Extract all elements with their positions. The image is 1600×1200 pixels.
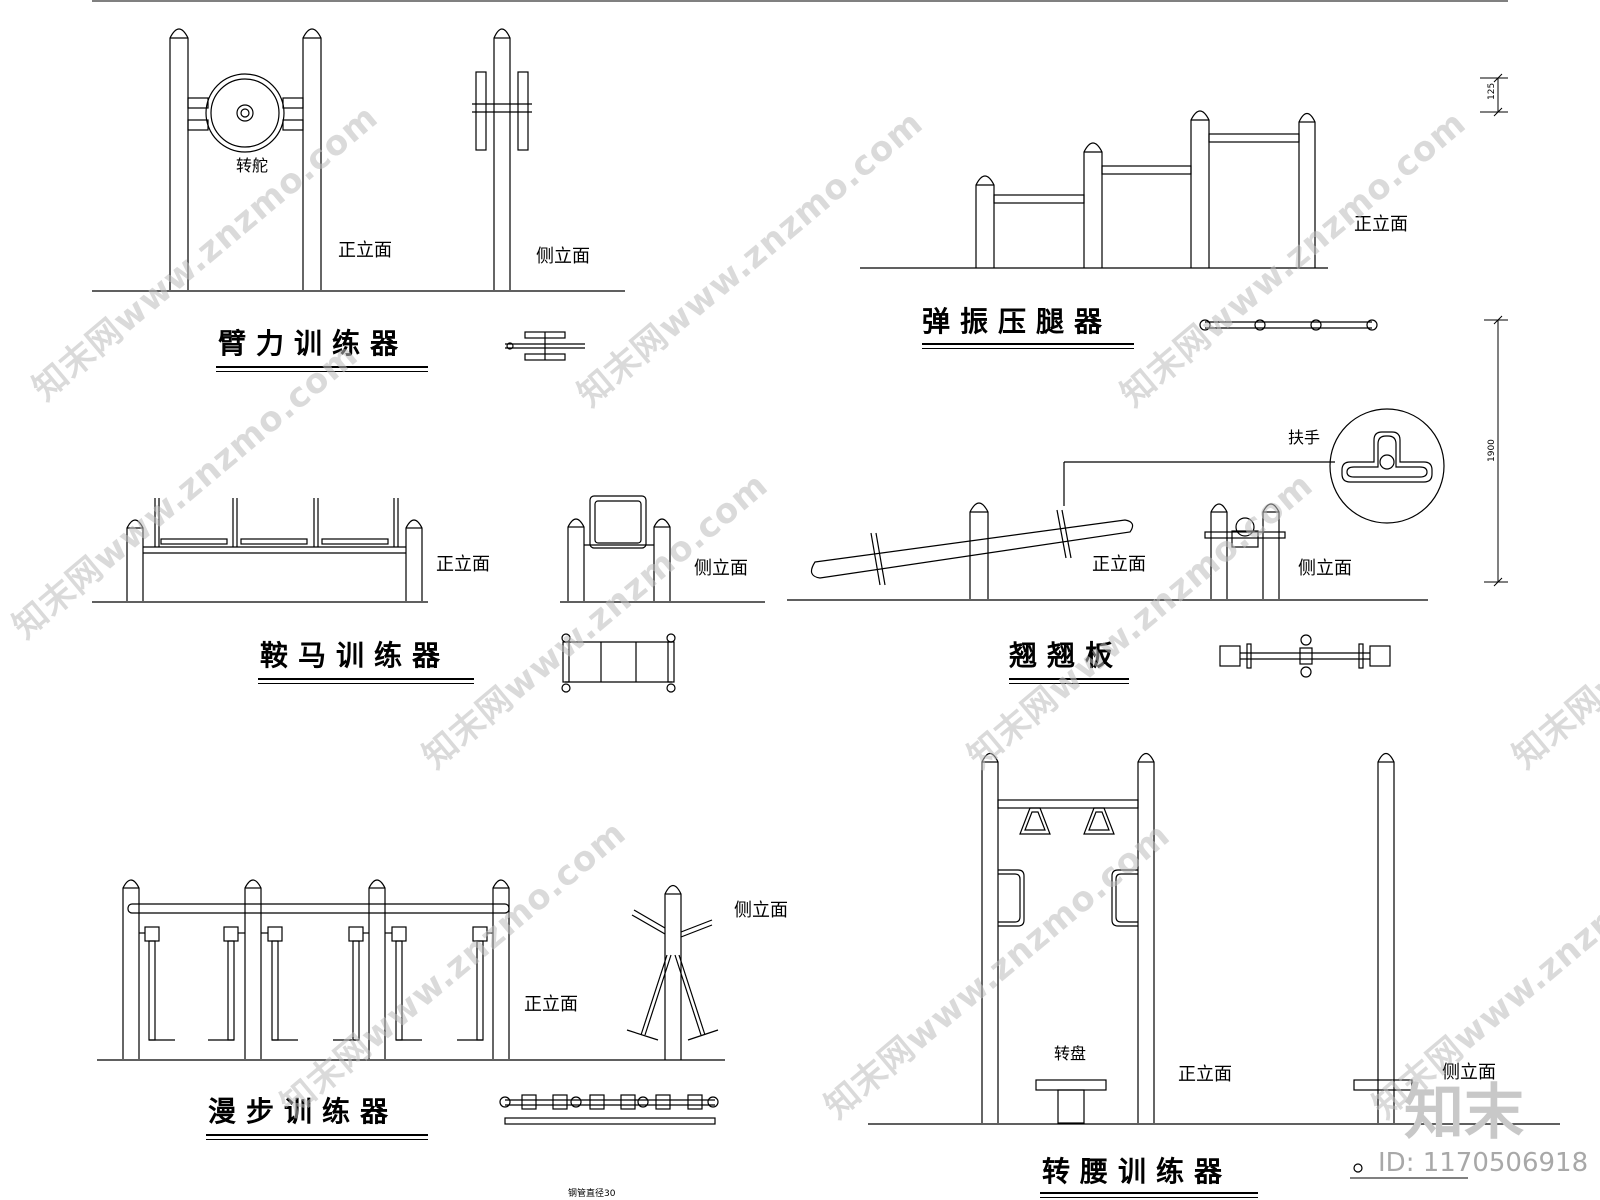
leg-press-front-elevation <box>860 110 1328 269</box>
seesaw-front-elevation <box>787 461 1428 601</box>
title-underline <box>1040 1192 1258 1198</box>
title-arm-trainer: 臂力训练器 <box>218 327 409 360</box>
title-leg-press: 弹振压腿器 <box>922 305 1113 338</box>
title-underline <box>206 1134 428 1140</box>
title-seesaw: 翘翘板 <box>1009 639 1124 672</box>
title-underline <box>922 343 1134 349</box>
title-underline <box>1009 678 1129 684</box>
dimension-top-text: 125 <box>1487 82 1497 100</box>
label-turntable: 转盘 <box>1054 1044 1087 1063</box>
label-handrail: 扶手 <box>1288 428 1321 447</box>
walker-side-elevation <box>626 884 719 1060</box>
pommel-trainer-front-elevation <box>92 498 428 603</box>
walker-plan <box>499 1094 719 1125</box>
title-waist-trainer: 转腰训练器 <box>1042 1155 1233 1188</box>
waist-trainer-front-elevation <box>868 752 1560 1125</box>
arm-trainer-side-elevation <box>472 28 532 290</box>
leg-press-plan <box>1199 319 1378 331</box>
waist-trainer-side-elevation <box>1350 752 1468 1179</box>
label-rudder: 转舵 <box>236 156 269 175</box>
label-front-elevation: 正立面 <box>524 994 578 1015</box>
label-side-elevation: 侧立面 <box>1442 1062 1496 1083</box>
title-pommel-trainer: 鞍马训练器 <box>260 639 451 672</box>
pommel-trainer-plan <box>561 633 676 693</box>
label-side-elevation: 侧立面 <box>734 900 788 921</box>
pommel-trainer-side-elevation <box>560 495 765 603</box>
dimension-top <box>1480 73 1508 117</box>
seesaw-plan <box>1219 634 1391 678</box>
label-front-elevation: 正立面 <box>1178 1064 1232 1085</box>
seesaw-side-elevation <box>1204 503 1286 599</box>
label-front-elevation: 正立面 <box>1092 554 1146 575</box>
label-front-elevation: 正立面 <box>436 554 490 575</box>
label-front-elevation: 正立面 <box>338 240 392 261</box>
watermark-id: ID: 1170506918 <box>1378 1148 1589 1178</box>
title-underline <box>216 366 428 372</box>
watermark-logo: 知末 <box>1404 1078 1524 1148</box>
label-front-elevation: 正立面 <box>1354 214 1408 235</box>
dimension-height <box>1484 315 1508 587</box>
walker-front-elevation <box>97 879 725 1061</box>
title-walker-trainer: 漫步训练器 <box>208 1095 399 1128</box>
label-side-elevation: 侧立面 <box>694 558 748 579</box>
label-side-elevation: 侧立面 <box>536 246 590 267</box>
label-side-elevation: 侧立面 <box>1298 558 1352 579</box>
pipe-note: 钢管直径30 <box>568 1189 616 1199</box>
dimension-height-text: 1900 <box>1487 439 1497 462</box>
arm-trainer-front-elevation <box>92 28 625 292</box>
arm-trainer-plan <box>505 331 585 361</box>
seesaw-handrail-detail <box>1329 408 1445 524</box>
title-underline <box>258 678 474 684</box>
